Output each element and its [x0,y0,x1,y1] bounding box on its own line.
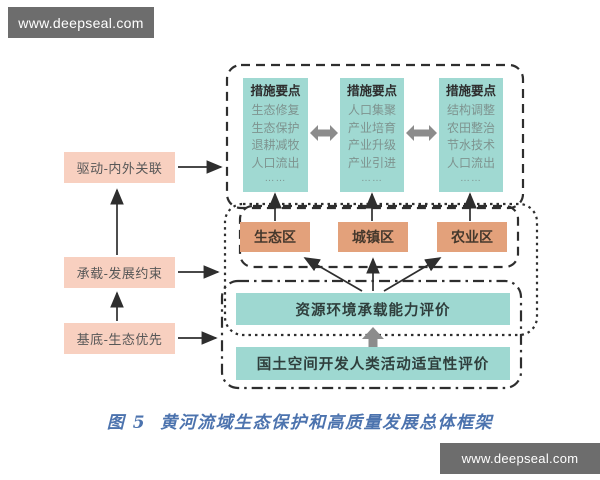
measure-ellipsis: …… [361,173,383,184]
double-arrow-measures-1-2 [310,125,338,141]
watermark-top-left: www.deepseal.com [8,7,154,38]
zone-box-ecological: 生态区 [240,222,310,252]
figure-caption: 图 5 黄河流域生态保护和高质量发展总体框架 [0,408,600,433]
arrow-eval-to-eco-zone [303,257,363,292]
eval-bar-carrying-capacity: 资源环境承载能力评价 [236,293,510,325]
measure-item: 产业培育 [347,120,396,135]
measures-title: 措施要点 [346,84,397,98]
container-dashdot-evaluation [220,279,523,390]
thick-arrow-suitability-to-carrying [362,327,384,351]
measure-ellipsis: …… [264,173,287,184]
zone-box-urban: 城镇区 [338,222,408,252]
measure-item: 人口流出 [251,155,300,170]
watermark-bottom-right: www.deepseal.com [440,443,600,474]
left-box-base: 基底-生态优先 [64,323,175,354]
measures-title: 措施要点 [250,84,301,98]
double-arrow-measures-2-3 [406,125,437,141]
measures-box-urban: 措施要点 人口集聚 产业培育 产业升级 产业引进 …… [340,78,404,192]
measure-item: 退耕减牧 [251,138,300,152]
arrow-eval-to-agri-zone [383,257,442,292]
figure-title: 黄河流域生态保护和高质量发展总体框架 [160,413,494,433]
measure-item: 产业引进 [347,155,396,170]
measure-ellipsis: …… [460,173,482,184]
measures-box-agricultural: 措施要点 结构调整 农田整治 节水技术 人口流出 …… [439,78,503,192]
measure-item: 节水技术 [446,138,495,152]
measure-item: 生态修复 [251,103,300,117]
left-box-carrying: 承载-发展约束 [64,257,175,288]
figure-number: 图 5 [106,413,147,433]
eval-bar-suitability: 国土空间开发人类活动适宜性评价 [236,347,510,380]
container-dotted-carrying [223,202,539,337]
measure-item: 产业升级 [347,138,396,152]
measures-box-ecological: 措施要点 生态修复 生态保护 退耕减牧 人口流出 …… [243,78,308,192]
measure-item: 生态保护 [251,120,300,135]
measure-item: 农田整治 [446,120,495,135]
measure-item: 人口流出 [446,155,495,170]
measure-item: 结构调整 [446,103,495,117]
left-box-drive: 驱动-内外关联 [64,152,175,183]
measures-title: 措施要点 [445,84,496,98]
zone-box-agricultural: 农业区 [437,222,507,252]
measure-item: 人口集聚 [347,103,396,117]
